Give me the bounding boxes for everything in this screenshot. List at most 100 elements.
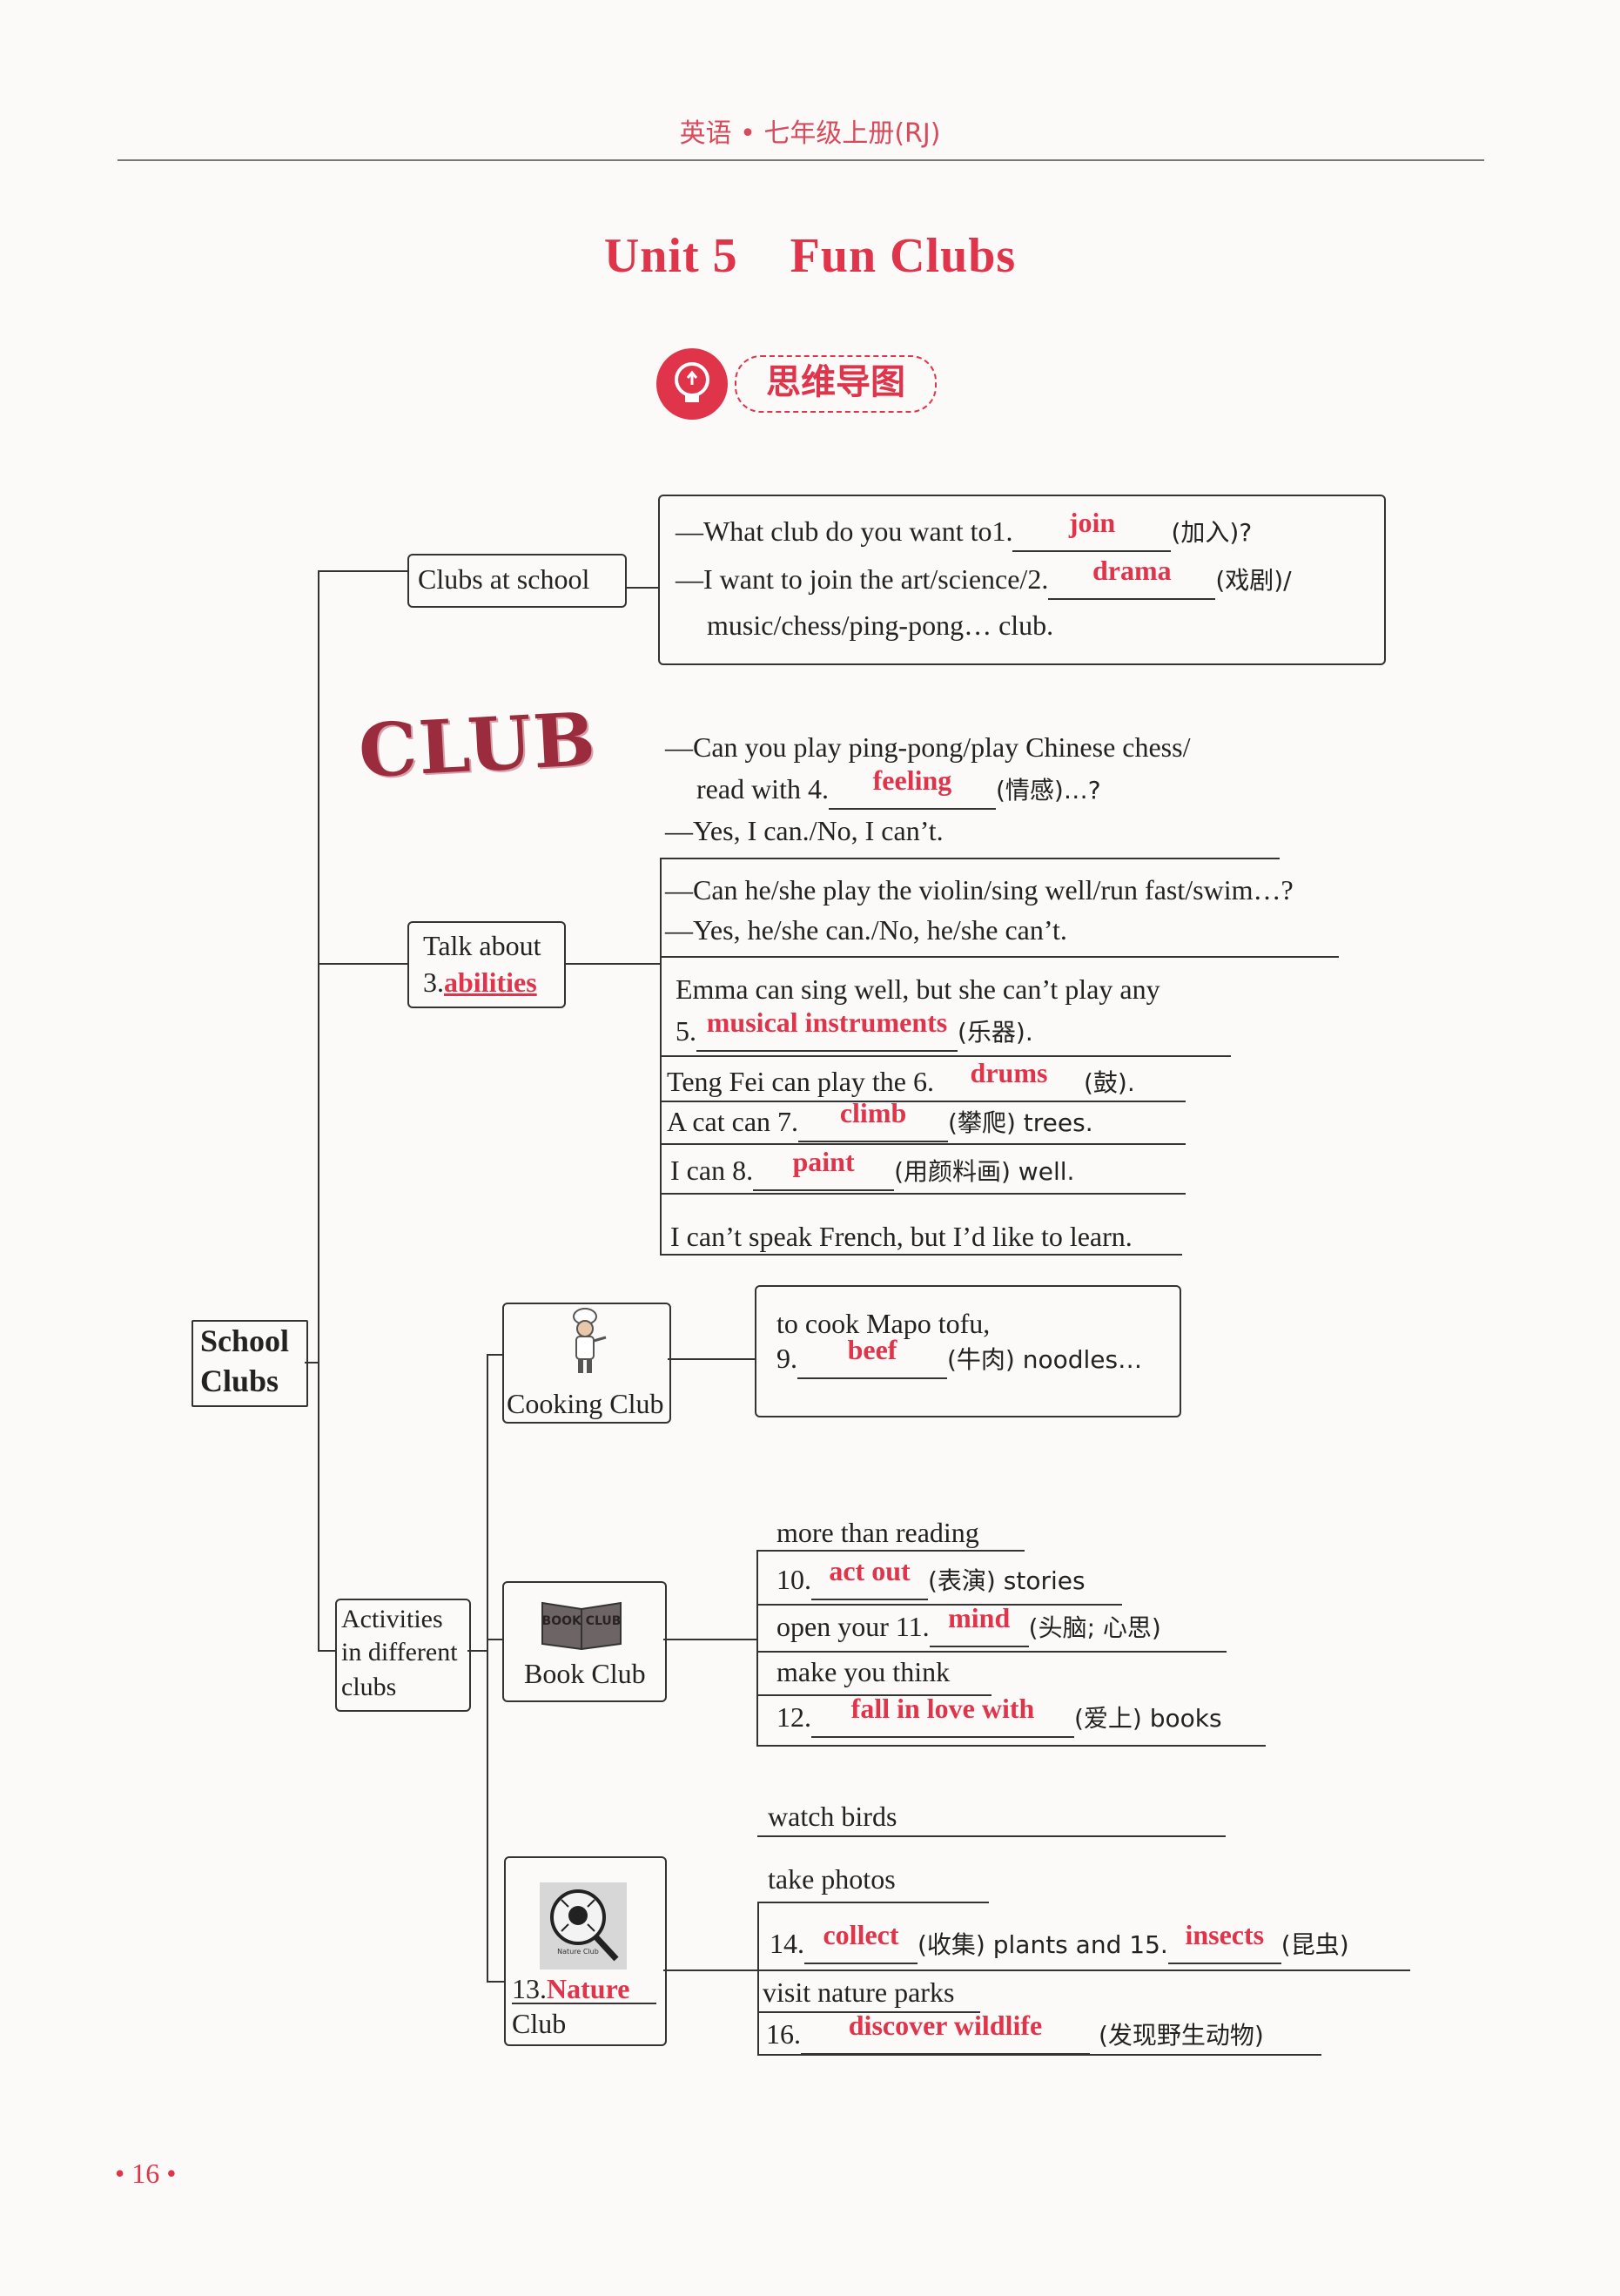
root-label-line1: School [200, 1323, 290, 1358]
answer-15: insects [1185, 1919, 1265, 1950]
cooking-line2: 9.beef(牛肉) noodles… [776, 1334, 1142, 1379]
answer-14: collect [823, 1919, 899, 1950]
divider [660, 858, 1280, 859]
connector [305, 1362, 318, 1363]
divider [756, 1604, 1122, 1606]
answer-7: climb [839, 1097, 907, 1128]
divider [756, 1745, 1266, 1747]
clubs-at-school-label: Clubs at school [418, 563, 590, 595]
connector [663, 1639, 756, 1640]
talk-g1-line2: read with 4.feeling(情感)…? [696, 764, 1101, 810]
badge-frame [735, 355, 937, 413]
cooking-line1: to cook Mapo tofu, [776, 1308, 991, 1339]
answer-2: drama [1092, 555, 1172, 586]
activities-label-1: Activities [341, 1605, 443, 1633]
book-icon: BOOK CLUB [541, 1601, 622, 1651]
clubs-q2: —I want to join the art/science/2.drama(… [676, 555, 1292, 600]
divider [757, 1902, 989, 1903]
connector [625, 587, 658, 589]
lightbulb-icon [656, 348, 728, 420]
nature-club-node [504, 1856, 667, 2046]
talk-about-label-2: 3.abilities [423, 966, 537, 998]
answer-1: join [1068, 507, 1116, 538]
activities-label-2: in different [341, 1638, 458, 1666]
divider [756, 1651, 1227, 1653]
club-logo: CLUB [356, 695, 599, 795]
answer-10: act out [829, 1555, 911, 1586]
talk-g2-line1: —Can he/she play the violin/sing well/ru… [665, 874, 1294, 906]
nature-line2: take photos [768, 1863, 896, 1895]
talk-g2-line2: —Yes, he/she can./No, he/she can’t. [665, 914, 1067, 946]
header-rule [118, 159, 1484, 161]
book-header: 英语 • 七年级上册(RJ) [679, 118, 941, 149]
root-node [192, 1320, 308, 1407]
chef-icon [573, 1308, 607, 1373]
connector [467, 1650, 487, 1652]
talk-g3-line2: 5.musical instruments(乐器). [676, 1007, 1033, 1052]
clubs-q3: music/chess/ping-pong… club. [707, 609, 1054, 641]
talk-about-label: Talk about [423, 930, 541, 961]
page-number: • 16 • [115, 2158, 177, 2189]
book-club-node [502, 1581, 667, 1702]
magnifier-icon-text: Nature Club [557, 1948, 599, 1956]
nature-line3: 14.collect(收集) plants and 15.insects(昆虫) [770, 1919, 1349, 1964]
talk-g1-line3: —Yes, I can./No, I can’t. [665, 815, 944, 846]
answer-3: abilities [444, 966, 537, 998]
talk-g3-line1: Emma can sing well, but she can’t play a… [676, 973, 1160, 1005]
nature-bracket [757, 1902, 759, 2054]
connector [663, 1969, 757, 1971]
answer-13: Nature [547, 1973, 630, 2004]
divider [660, 1143, 1186, 1145]
answer-8: paint [792, 1146, 855, 1177]
connector [668, 1358, 755, 1360]
nature-line1: watch birds [768, 1801, 897, 1832]
main-trunk [318, 570, 319, 1650]
magnifier-icon: Nature Club [540, 1882, 627, 1969]
talk-g1-line1: —Can you play ping-pong/play Chinese che… [665, 731, 1191, 763]
root-label-line2: Clubs [200, 1363, 279, 1398]
answer-12: fall in love with [850, 1693, 1035, 1724]
book-line4: make you think [776, 1656, 951, 1687]
nature-club-label: 13.Nature [512, 1973, 630, 2004]
activities-label-3: clubs [341, 1673, 397, 1701]
nature-line4: visit nature parks [763, 1976, 955, 2008]
divider [660, 1254, 1182, 1256]
activities-node [335, 1599, 471, 1712]
book-icon-text: BOOK CLUB [542, 1614, 622, 1628]
answer-16: discover wildlife [848, 2010, 1043, 2041]
cooking-club-label: Cooking Club [507, 1388, 664, 1419]
clubs-q1: —What club do you want to1.join(加入)? [676, 507, 1252, 552]
divider [660, 1055, 1231, 1057]
connector [564, 963, 660, 965]
divider [660, 1101, 1186, 1102]
connector [487, 1354, 502, 1356]
divider [757, 2011, 980, 2013]
unit-name: Fun Clubs [790, 229, 1017, 283]
talk-s7: A cat can 7.climb(攀爬) trees. [667, 1097, 1093, 1142]
divider [757, 1969, 1410, 1971]
book-club-label: Book Club [524, 1658, 646, 1689]
divider [757, 2054, 1321, 2056]
answer-4: feeling [872, 764, 952, 796]
book-line2: 10.act out(表演) stories [776, 1555, 1086, 1600]
talk-s-last: I can’t speak French, but I’d like to le… [670, 1221, 1133, 1252]
connector [487, 1639, 502, 1640]
book-bracket [756, 1550, 758, 1745]
cooking-box [755, 1285, 1181, 1417]
connector [318, 963, 407, 965]
activities-trunk [487, 1354, 488, 1981]
divider [756, 1694, 991, 1696]
book-line5: 12.fall in love with(爱上) books [776, 1693, 1222, 1738]
nature-club-label-2: Club [512, 2008, 567, 2039]
answer-11: mind [948, 1602, 1011, 1633]
connector [318, 1650, 335, 1652]
clubs-at-school-node [407, 554, 627, 608]
nature-line5: 16.discover wildlife(发现野生动物) [766, 2010, 1264, 2055]
book-line3: open your 11.mind(头脑; 心思) [776, 1602, 1161, 1647]
divider [512, 2003, 656, 2004]
divider [757, 1835, 1226, 1837]
divider [660, 956, 1339, 958]
answer-9: beef [847, 1334, 897, 1365]
answer-6: drums [970, 1057, 1048, 1088]
